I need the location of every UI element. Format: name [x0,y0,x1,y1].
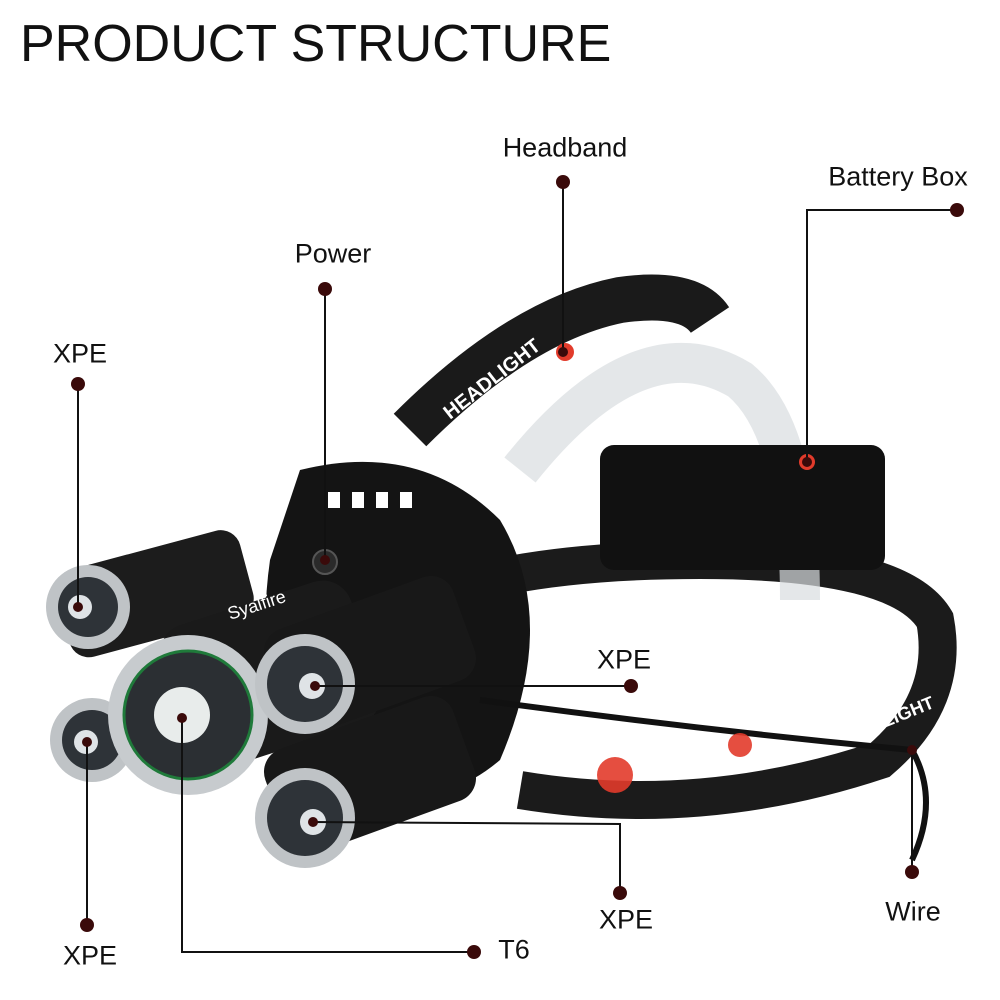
headband-strap [393,274,730,447]
rear-strap [412,540,957,819]
xpe-bottom-left-dot [80,918,94,932]
page-title: PRODUCT STRUCTURE [20,15,612,73]
coiled-wire [479,697,929,862]
xpe-bottom-middle-dot [613,886,627,900]
label-xpe-top-left: XPE [52,338,108,369]
xpe-lamp-right-upper [255,575,477,735]
power-dot [318,282,332,296]
label-battery-box: Battery Box [828,161,968,192]
headband-dot [556,175,570,189]
label-xpe-bottom-left: XPE [62,940,118,971]
wire-dot [905,865,919,879]
battery-box-leader [806,209,957,462]
label-xpe-right-upper: XPE [596,644,652,675]
t6-dot [467,945,481,959]
label-t6: T6 [498,934,530,965]
battery-box-dot [950,203,964,217]
xpe-bottom-middle-leader [312,821,621,893]
label-xpe-bottom-middle: XPE [598,904,654,935]
xpe-right-upper-dot [624,679,638,693]
label-headband: Headband [502,132,628,163]
label-power: Power [294,238,372,269]
label-wire: Wire [885,896,941,927]
xpe-top-left-dot [71,377,85,391]
battery-box [600,445,885,570]
xpe-lamp-right-lower [255,695,477,868]
t6-leader [181,718,474,953]
